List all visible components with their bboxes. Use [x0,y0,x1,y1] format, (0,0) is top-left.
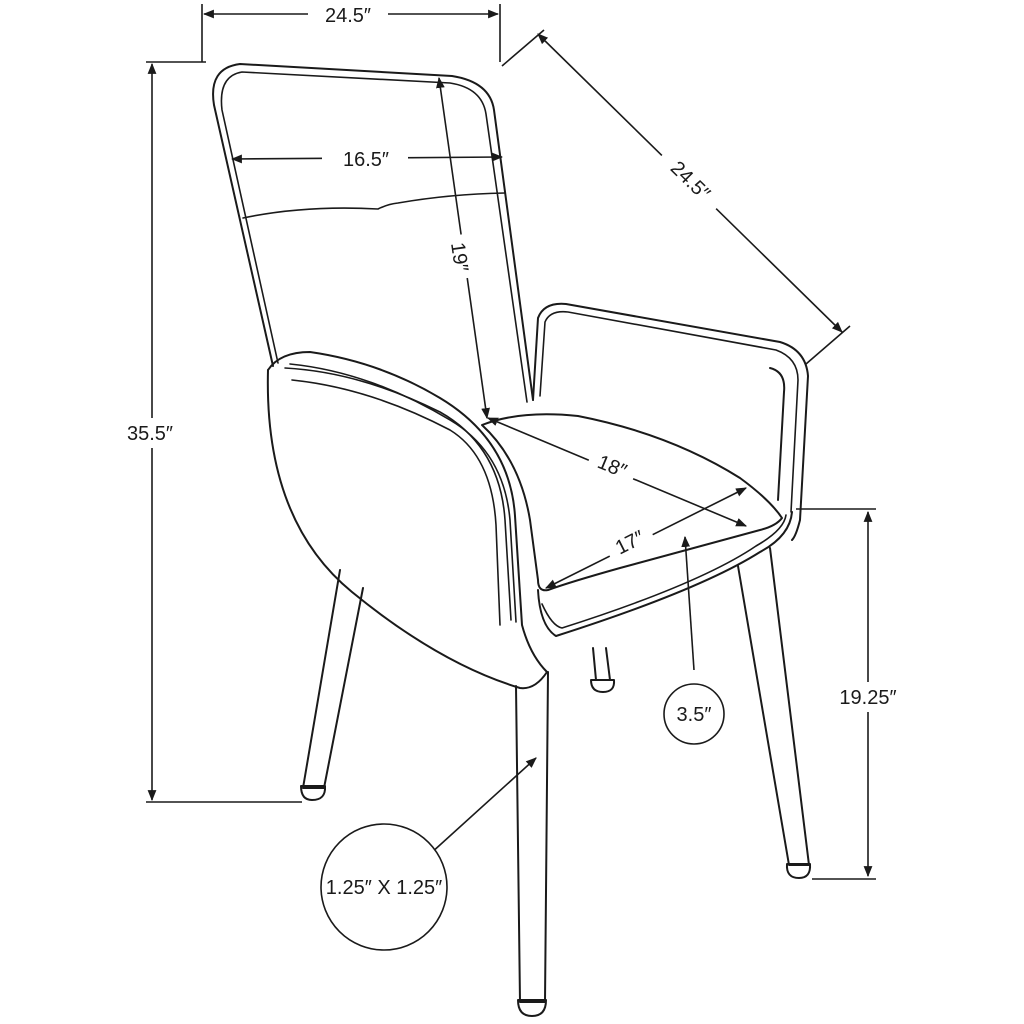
back-right-leg [592,647,611,681]
depth-extension-bottom [805,325,851,365]
front-right-leg-foot [785,863,812,879]
seat-front-apron [537,511,793,637]
backrest-inner-seam [220,71,528,403]
overall-height-label: 35.5″ [127,423,173,445]
backrest-outer [212,63,534,401]
left-arm-top [267,351,548,673]
front-left-leg-foot [300,785,327,801]
leg-size-label: 1.25″ X 1.25″ [326,877,442,899]
right-arm-inner [539,310,799,513]
depth-extension-top [501,29,545,67]
front-center-leg [515,671,549,1003]
back-height-label: 19″ [446,241,472,273]
chair-illustration [212,63,812,1017]
right-arm-front [769,367,786,501]
back-right-leg-foot [590,679,616,693]
seat-height-label: 19.25″ [839,687,896,709]
seat-thickness-callout [663,683,725,745]
seat-cushion [481,413,783,592]
left-arm-shell [266,369,548,690]
front-left-leg [302,569,364,789]
left-arm-band-3 [289,363,517,623]
seat-thickness-label: 3.5″ [677,704,712,726]
overall-width-label: 24.5″ [325,5,371,27]
right-arm-top [532,302,809,541]
leg-size-pointer [429,757,537,855]
dimension-lines [146,4,876,880]
backrest-panel-seam [242,192,506,219]
left-arm-band-2 [291,379,501,626]
front-center-leg-foot [517,999,547,1017]
front-right-leg [737,547,810,866]
back-width-label: 16.5″ [343,149,389,171]
seat-thickness-pointer [681,535,695,671]
dimension-labels: 24.5″ 24.5″ 35.5″ 16.5″ 19″ 18″ 17″ 19.2… [110,2,914,951]
leg-size-callout [320,823,448,951]
